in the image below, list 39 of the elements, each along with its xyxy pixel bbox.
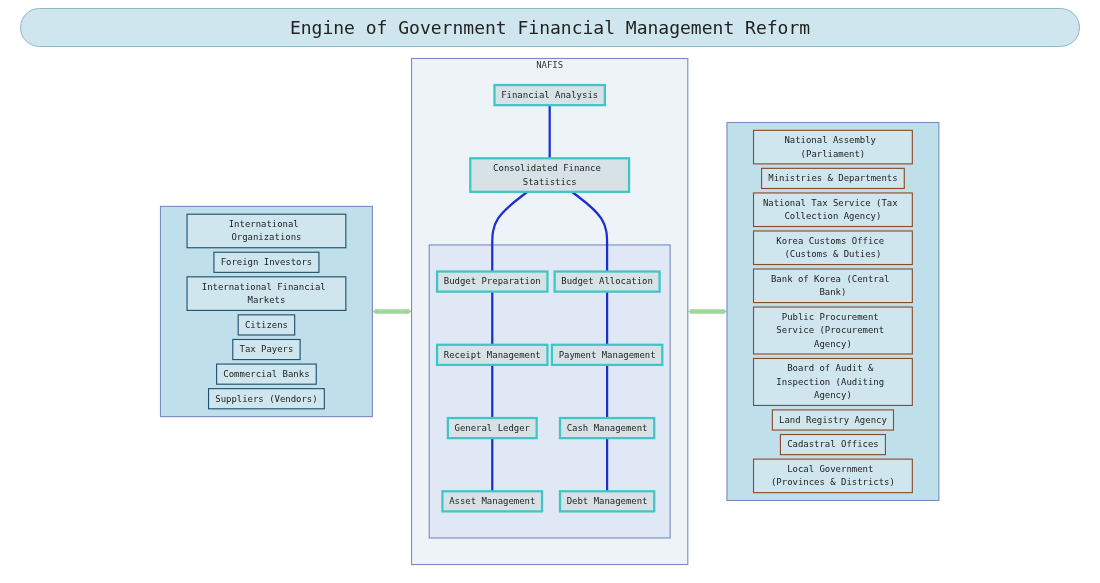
node-box: Citizens <box>237 313 296 336</box>
title-banner: Engine of Government Financial Management Reform <box>20 8 1080 47</box>
arrow <box>688 308 728 314</box>
connector <box>606 364 609 418</box>
node-box: Suppliers (Vendors) <box>208 387 326 409</box>
node-box: Payment Management <box>551 343 664 366</box>
node-box: Budget Allocation <box>553 269 662 293</box>
node-box: Tax Payers <box>232 338 301 360</box>
node-box: Local Government (Provinces & Districts) <box>753 458 914 493</box>
node-box: International Financial Markets <box>186 275 347 311</box>
connector <box>606 437 609 491</box>
connector <box>491 364 494 418</box>
node-box: Financial Analysis <box>493 83 607 106</box>
cluster <box>160 205 374 417</box>
node-box: Foreign Investors <box>213 251 320 273</box>
node-box: Ministries & Departments <box>761 167 906 189</box>
cluster <box>429 243 671 538</box>
node-box: International Organizations <box>186 213 347 248</box>
connector <box>548 104 552 158</box>
node-box: Consolidated Finance Statistics <box>469 156 631 193</box>
connector <box>491 291 494 345</box>
node-box: Debt Management <box>559 489 656 512</box>
connector <box>491 437 494 491</box>
node-box: Budget Preparation <box>436 269 549 293</box>
node-box: Land Registry Agency <box>772 408 895 431</box>
node-box: Cash Management <box>559 416 656 439</box>
node-box: National Tax Service (Tax Collection Agency) <box>753 191 914 227</box>
node-box: National Assembly (Parliament) <box>753 129 914 164</box>
node-box: Cadastral Offices <box>780 433 887 455</box>
node-box: Public Procurement Service (Procurement Agency) <box>753 305 914 355</box>
node-box: Bank of Korea (Central Bank) <box>753 267 914 303</box>
node-box: Receipt Management <box>436 343 549 366</box>
node-box: Korea Customs Office (Customs & Duties) <box>753 229 914 265</box>
node-box: Asset Management <box>441 489 544 512</box>
connector <box>606 291 609 345</box>
node-box: Commercial Banks <box>216 363 318 385</box>
node-box: General Ledger <box>447 416 539 439</box>
node-box: Board of Audit & Inspection (Auditing Agency) <box>753 357 914 406</box>
cluster <box>726 121 940 501</box>
